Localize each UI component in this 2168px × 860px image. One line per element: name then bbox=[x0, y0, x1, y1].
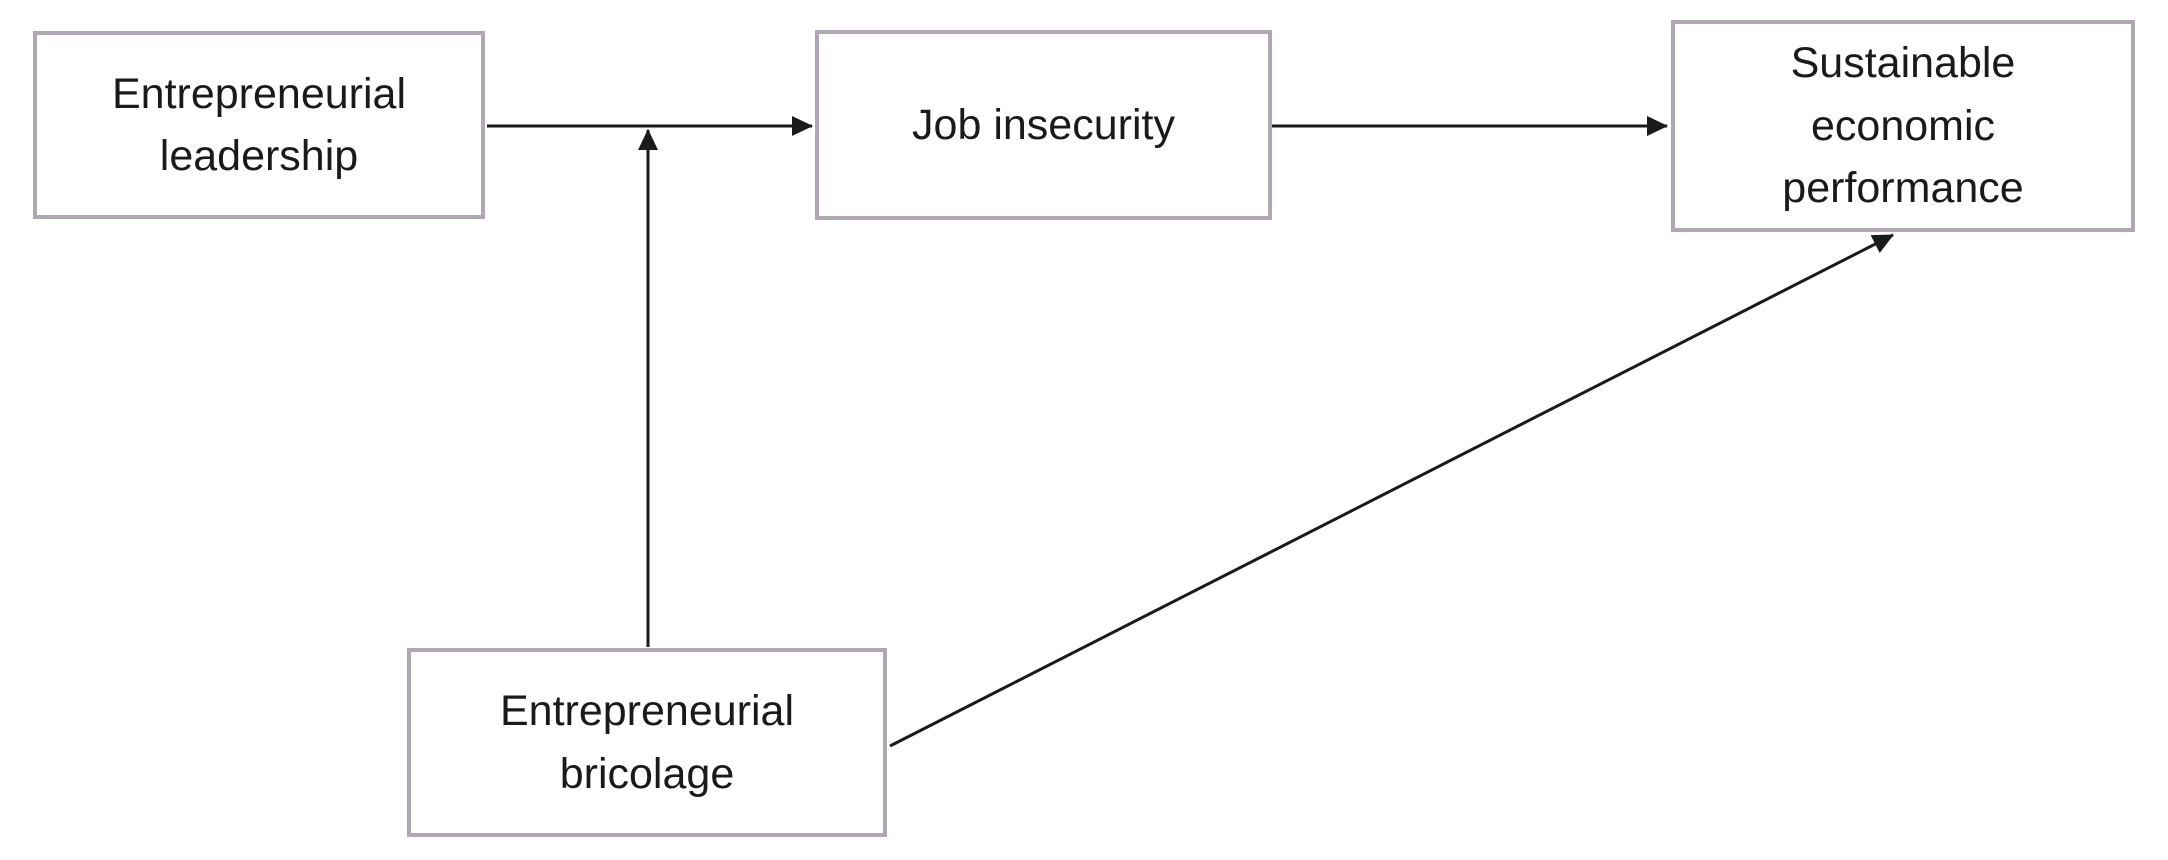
arrow-bricolage-to-performance bbox=[889, 233, 1894, 748]
node-label-entrepreneurial-leadership: Entrepreneurial leadership bbox=[111, 69, 406, 180]
node-entrepreneurial-bricolage: Entrepreneurial bricolage bbox=[407, 648, 887, 837]
node-label-entrepreneurial-bricolage: Entrepreneurial bricolage bbox=[499, 687, 794, 798]
node-label-sustainable-economic-performance: Sustainable economic performance bbox=[1782, 39, 2024, 213]
node-entrepreneurial-leadership: Entrepreneurial leadership bbox=[33, 31, 485, 219]
node-sustainable-economic-performance: Sustainable economic performance bbox=[1671, 20, 2135, 232]
node-job-insecurity: Job insecurity bbox=[815, 30, 1272, 220]
node-label-job-insecurity: Job insecurity bbox=[912, 100, 1175, 149]
